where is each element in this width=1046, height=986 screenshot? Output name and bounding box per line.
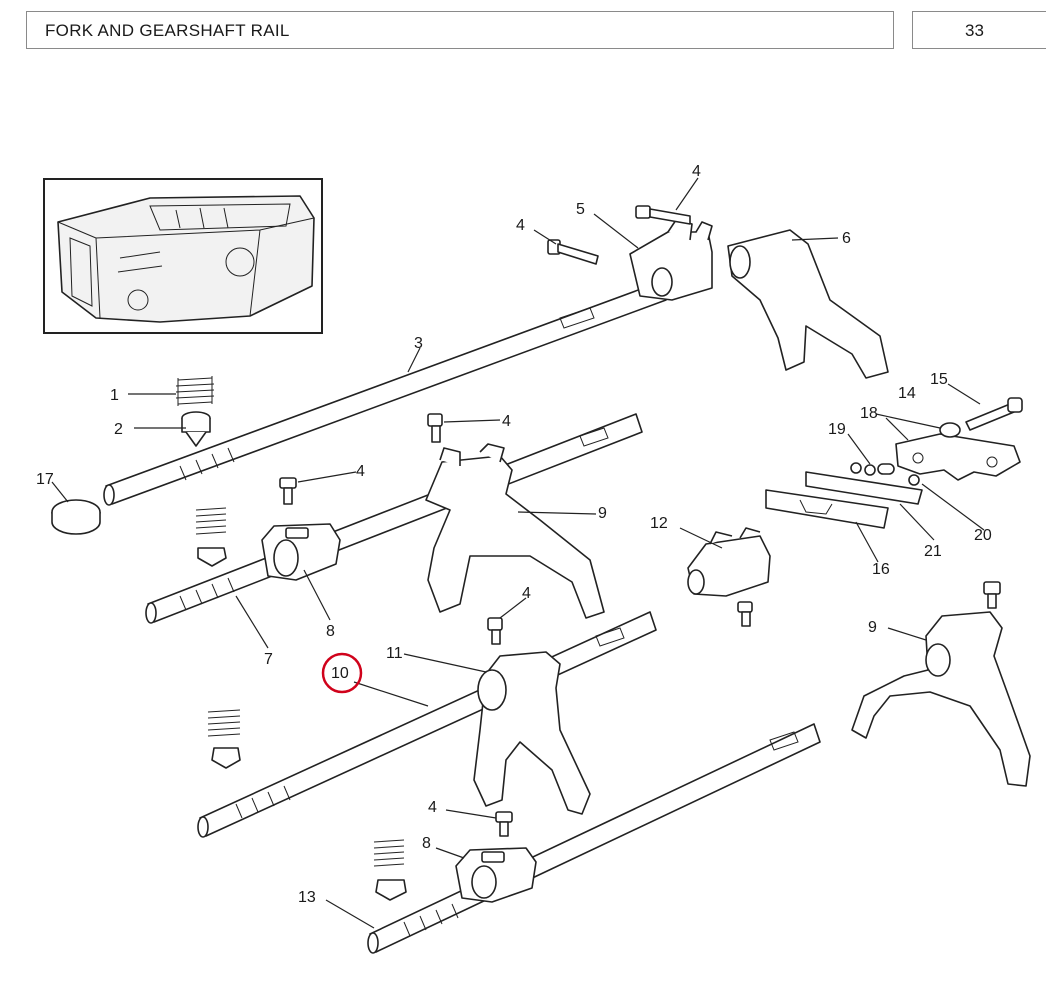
bolt-4-top xyxy=(635,205,691,225)
callout-4: 4 xyxy=(692,163,701,180)
callout-5: 5 xyxy=(576,201,585,218)
shift-fork-9-right xyxy=(851,581,1031,787)
balls-19 xyxy=(850,462,895,476)
bracket-18 xyxy=(895,433,1021,481)
callout-13: 13 xyxy=(298,889,316,906)
callout-9: 9 xyxy=(598,505,607,522)
callout-21: 21 xyxy=(924,543,942,560)
title-box: FORK AND GEARSHAFT RAIL xyxy=(26,11,894,49)
interlock-block-12 xyxy=(687,527,771,627)
bolt-4-bottom xyxy=(495,811,513,837)
callout-20: 20 xyxy=(974,527,992,544)
spring-10-detent xyxy=(207,709,241,769)
highlight-circle xyxy=(321,652,363,694)
spring-1 xyxy=(175,376,215,406)
bolt-15 xyxy=(965,397,1023,431)
plate-16 xyxy=(765,489,889,529)
callout-4: 4 xyxy=(516,217,525,234)
ball-20 xyxy=(908,474,920,486)
fork-hub-8 xyxy=(261,523,341,581)
callout-6: 6 xyxy=(842,230,851,247)
callout-4: 4 xyxy=(502,413,511,430)
callout-9: 9 xyxy=(868,619,877,636)
plug-17 xyxy=(51,499,101,535)
spring-7-detent xyxy=(195,507,227,567)
bolt-4-left xyxy=(547,239,599,265)
shift-fork-11 xyxy=(473,651,591,815)
callout-4: 4 xyxy=(428,799,437,816)
bolt-4-mid xyxy=(279,477,297,505)
shift-fork-9 xyxy=(425,443,605,619)
callout-2: 2 xyxy=(114,421,123,438)
callout-4: 4 xyxy=(356,463,365,480)
fork-hub-5 xyxy=(629,219,713,301)
detent-2 xyxy=(181,411,211,447)
bolt-4-upper xyxy=(427,413,443,443)
callout-4: 4 xyxy=(522,585,531,602)
callout-16: 16 xyxy=(872,561,890,578)
spring-13-detent xyxy=(373,839,407,901)
washer-14 xyxy=(939,422,961,438)
callout-15: 15 xyxy=(930,371,948,388)
page-title: FORK AND GEARSHAFT RAIL xyxy=(45,21,290,40)
callout-11: 11 xyxy=(386,645,403,662)
callout-10: 10 xyxy=(331,665,349,682)
bolt-4-lower xyxy=(487,617,503,645)
shift-fork-6 xyxy=(727,229,889,379)
gearbox-inset xyxy=(43,178,323,334)
callout-7: 7 xyxy=(264,651,273,668)
fork-hub-8-lower xyxy=(455,847,537,903)
page-number-box: 33 xyxy=(912,11,1046,49)
callout-8: 8 xyxy=(326,623,335,640)
callout-14: 14 xyxy=(898,385,916,402)
plate-21 xyxy=(805,471,923,505)
callout-19: 19 xyxy=(828,421,846,438)
callout-labels: 4 4 5 6 3 1 2 17 4 4 9 7 8 12 15 14 18 1… xyxy=(36,163,992,906)
callout-12: 12 xyxy=(650,515,668,532)
callout-18: 18 xyxy=(860,405,878,422)
callout-1: 1 xyxy=(110,387,119,404)
gearshaft-rail-13 xyxy=(367,723,821,954)
callout-17: 17 xyxy=(36,471,54,488)
callout-3: 3 xyxy=(414,335,423,352)
leader-lines xyxy=(51,177,985,929)
page-number: 33 xyxy=(965,21,984,40)
callout-8: 8 xyxy=(422,835,431,852)
